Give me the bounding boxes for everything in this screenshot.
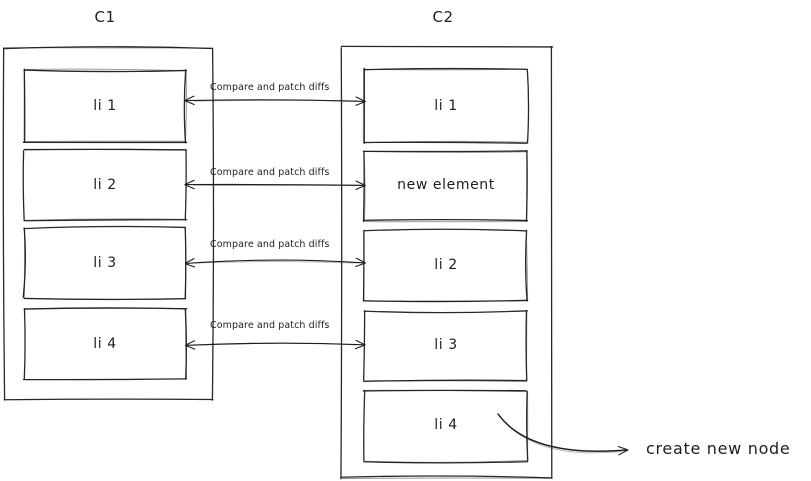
edge-edge-1[interactable]: [186, 100, 365, 102]
node-label-c2-li-1: li 1: [434, 98, 458, 114]
edge-line[interactable]: [186, 100, 365, 102]
edge-edge-4[interactable]: [186, 343, 364, 345]
edge-line[interactable]: [186, 343, 364, 345]
annotation-curve: [497, 413, 627, 451]
node-label-c2-new-element: new element: [397, 177, 495, 193]
node-box-c2-n1: [362, 67, 530, 144]
node-box-c1-n1: [22, 68, 188, 144]
node-label-c1-li-3: li 3: [93, 255, 117, 271]
node-box-c1-n2: [22, 148, 188, 222]
container-box-c1: [2, 46, 215, 401]
edge-label-4: Compare and patch diffs: [210, 320, 330, 331]
edge-edge-3[interactable]: [186, 260, 365, 263]
edge-label-3: Compare and patch diffs: [210, 239, 330, 250]
annotation-label-create-new-node: create new node: [646, 439, 791, 458]
node-label-c2-li-2: li 2: [434, 257, 458, 273]
edge-line[interactable]: [186, 185, 365, 186]
container-title-c1: C1: [94, 8, 116, 26]
annotation-arrow-create-new-node: [497, 413, 627, 454]
node-box-c1-n3: [22, 225, 187, 301]
edge-line-shadow: [193, 261, 358, 264]
edge-line[interactable]: [186, 260, 365, 263]
container-title-c2: C2: [432, 8, 454, 26]
edge-line-shadow: [193, 99, 357, 102]
annotation-curve-shadow: [499, 415, 622, 454]
edge-line-shadow: [193, 342, 357, 346]
node-label-c1-li-4: li 4: [93, 336, 117, 352]
node-box-c2-n5: [362, 389, 529, 464]
node-label-c1-li-2: li 2: [93, 177, 117, 193]
node-label-c2-li-3: li 3: [434, 337, 458, 353]
edge-label-1: Compare and patch diffs: [210, 82, 330, 93]
edge-label-2: Compare and patch diffs: [210, 167, 330, 178]
node-label-c1-li-1: li 1: [93, 98, 117, 114]
edge-edge-2[interactable]: [186, 185, 365, 186]
node-label-c2-li-4: li 4: [434, 417, 458, 433]
node-box-c2-n4: [362, 310, 528, 383]
